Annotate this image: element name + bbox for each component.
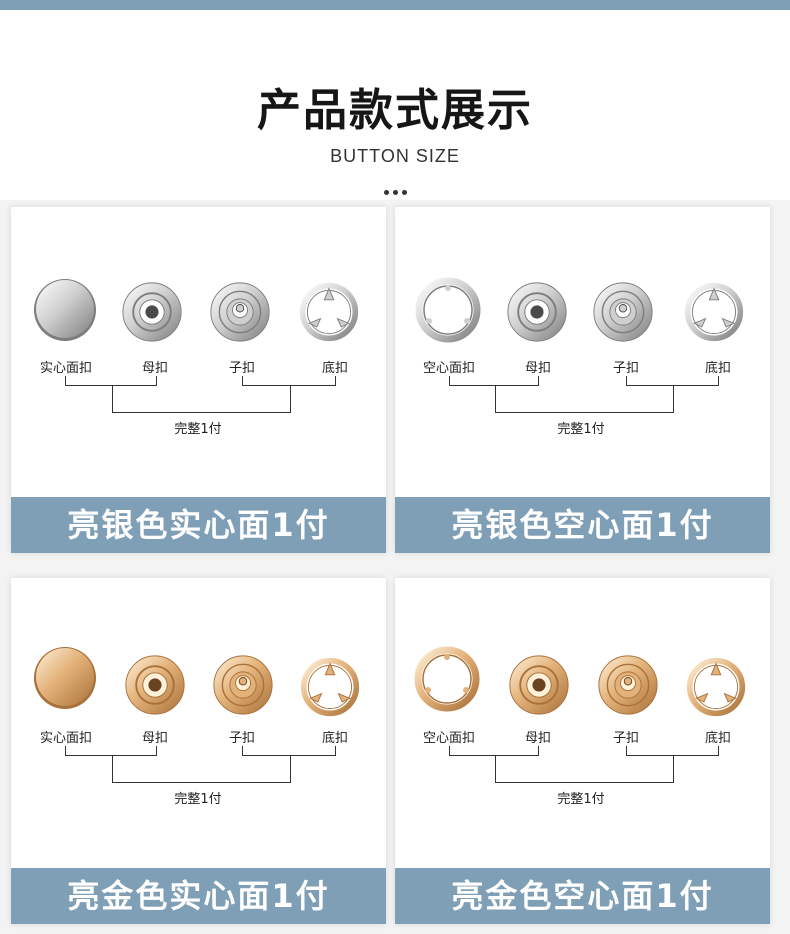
bracket-line <box>538 376 539 386</box>
bracket-line <box>495 755 496 782</box>
bracket-line <box>626 376 627 386</box>
panel-banner: 亮金色实心面1付 <box>11 868 386 924</box>
prong-ring-image <box>684 282 744 342</box>
product-panel-gold-hollow: 空心面扣 母扣 子扣 底扣 完整1付 亮金色空心面1付 <box>395 578 770 924</box>
label-stud: 子扣 <box>228 731 255 746</box>
bracket-line <box>65 376 66 386</box>
label-prong: 底扣 <box>321 361 348 376</box>
socket-image <box>507 282 567 342</box>
bracket-line <box>156 746 157 756</box>
bracket-line <box>449 385 539 386</box>
socket-image <box>125 655 185 715</box>
bracket-line <box>156 376 157 386</box>
label-prong: 底扣 <box>704 361 731 376</box>
bracket-line <box>335 376 336 386</box>
bracket-line <box>112 755 113 782</box>
label-socket: 母扣 <box>141 731 168 746</box>
bracket-line <box>290 755 291 782</box>
socket-image <box>122 282 182 342</box>
bracket-line <box>112 412 291 413</box>
label-socket: 母扣 <box>141 361 168 376</box>
label-stud: 子扣 <box>228 361 255 376</box>
bracket-line <box>718 376 719 386</box>
stud-image <box>213 655 273 715</box>
top-accent-bar <box>0 0 790 10</box>
bracket-line <box>626 755 719 756</box>
page-title: 产品款式展示 <box>257 85 533 136</box>
label-cap: 实心面扣 <box>39 731 92 746</box>
bracket-line <box>242 376 243 386</box>
label-prong: 底扣 <box>321 731 348 746</box>
hollow-cap-image <box>414 646 480 712</box>
label-socket: 母扣 <box>524 361 551 376</box>
stud-image <box>598 655 658 715</box>
bracket-line <box>495 412 674 413</box>
panel-banner: 亮银色空心面1付 <box>395 497 770 553</box>
stud-image <box>593 282 653 342</box>
solid-cap-image <box>34 279 96 341</box>
full-set-label: 完整1付 <box>557 422 605 437</box>
bracket-line <box>335 746 336 756</box>
bracket-line <box>242 746 243 756</box>
label-cap: 实心面扣 <box>39 361 92 376</box>
hollow-cap-image <box>415 277 481 343</box>
label-stud: 子扣 <box>612 731 639 746</box>
prong-ring-image <box>299 282 359 342</box>
bracket-line <box>718 746 719 756</box>
bracket-line <box>449 746 450 756</box>
header: 产品款式展示 BUTTON SIZE <box>0 10 790 200</box>
bracket-line <box>112 385 113 412</box>
bracket-line <box>242 755 336 756</box>
bracket-line <box>65 385 157 386</box>
prong-ring-image <box>300 657 360 717</box>
label-prong: 底扣 <box>704 731 731 746</box>
bracket-line <box>538 746 539 756</box>
bracket-line <box>626 746 627 756</box>
page-subtitle: BUTTON SIZE <box>330 146 460 166</box>
bracket-line <box>65 746 66 756</box>
bracket-line <box>112 782 291 783</box>
bracket-line <box>242 385 336 386</box>
bracket-line <box>495 782 674 783</box>
divider-dots <box>0 180 790 199</box>
label-cap: 空心面扣 <box>422 731 475 746</box>
bracket-line <box>673 755 674 782</box>
bracket-line <box>673 385 674 412</box>
label-socket: 母扣 <box>524 731 551 746</box>
bracket-line <box>290 385 291 412</box>
bracket-line <box>495 385 496 412</box>
stud-image <box>210 282 270 342</box>
full-set-label: 完整1付 <box>174 792 222 807</box>
solid-cap-image <box>34 647 96 709</box>
product-panel-gold-solid: 实心面扣 母扣 子扣 底扣 完整1付 亮金色实心面1付 <box>11 578 386 924</box>
label-stud: 子扣 <box>612 361 639 376</box>
product-panel-silver-hollow: 空心面扣 母扣 子扣 底扣 完整1付 亮银色空心面1付 <box>395 207 770 553</box>
socket-image <box>509 655 569 715</box>
bracket-line <box>449 755 539 756</box>
label-cap: 空心面扣 <box>422 361 475 376</box>
full-set-label: 完整1付 <box>174 422 222 437</box>
product-panel-silver-solid: 实心面扣 母扣 子扣 底扣 完整1付 亮银色实心面1付 <box>11 207 386 553</box>
bracket-line <box>626 385 719 386</box>
panel-banner: 亮金色空心面1付 <box>395 868 770 924</box>
prong-ring-image <box>686 657 746 717</box>
bracket-line <box>449 376 450 386</box>
full-set-label: 完整1付 <box>557 792 605 807</box>
panel-banner: 亮银色实心面1付 <box>11 497 386 553</box>
bracket-line <box>65 755 157 756</box>
